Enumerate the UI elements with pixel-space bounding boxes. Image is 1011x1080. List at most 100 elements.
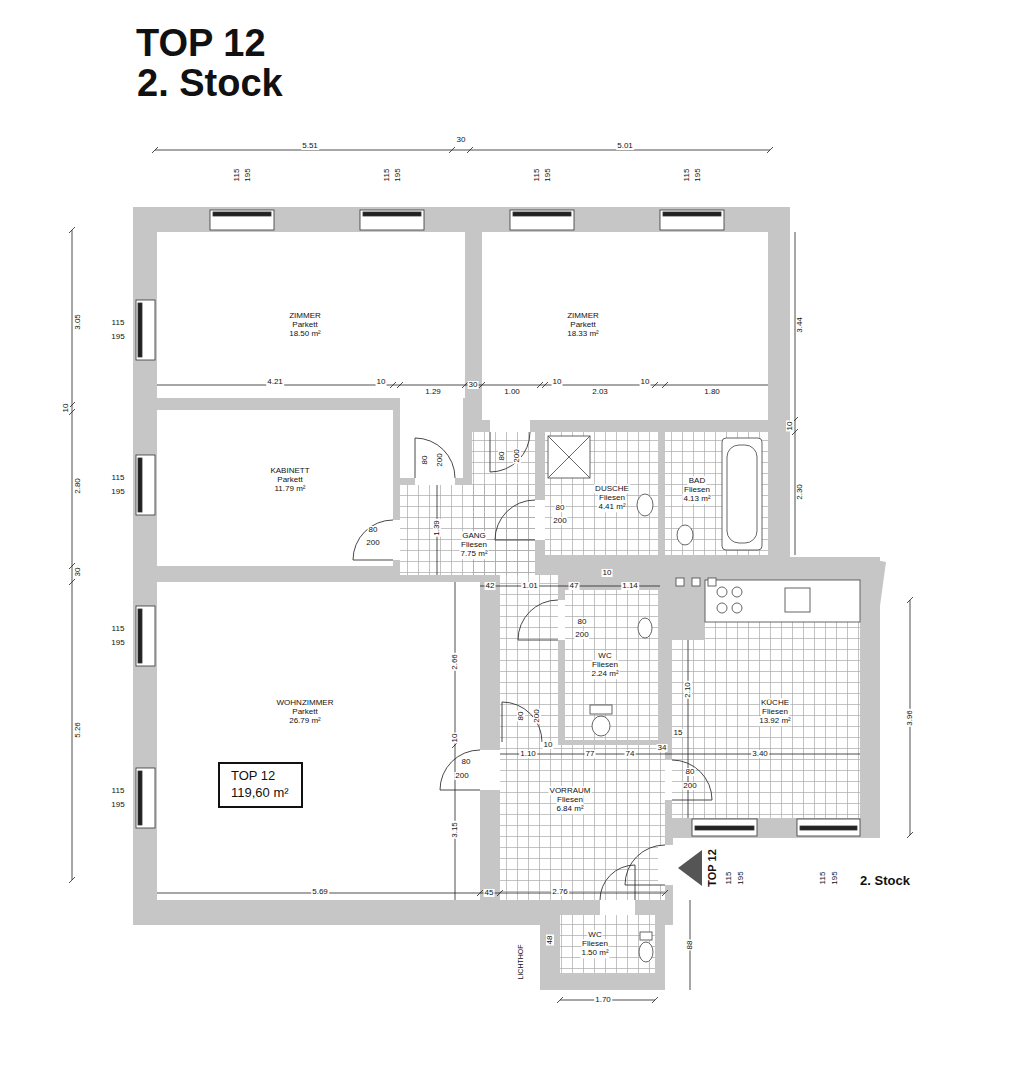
dimension-label: 80: [577, 618, 588, 626]
room-floor: [565, 590, 658, 740]
room-floor: [400, 485, 535, 575]
window: [510, 210, 574, 230]
window: [692, 819, 757, 836]
dimension-label: 115: [233, 168, 241, 183]
room: WOHNZIMMERParkett26.79 m²TOP 12119,60 m²: [157, 582, 480, 900]
dimension-line: [792, 232, 798, 555]
room: BADFliesen4.13 m²: [665, 432, 768, 555]
room-name: WC: [597, 651, 612, 660]
dimension-label: 2.76: [551, 888, 569, 896]
dimension-label: 3.40: [751, 750, 769, 758]
room-area: 13.92 m²: [758, 717, 792, 726]
dimension-line: [452, 582, 458, 900]
dimension-label: 5.01: [616, 142, 634, 150]
entrance-arrow: [678, 850, 702, 886]
fixture: [705, 580, 860, 622]
floor-tiles: [545, 432, 658, 555]
door-swing: [672, 760, 712, 800]
window: [363, 212, 421, 216]
wall: [540, 900, 665, 990]
dimension-label: 80: [555, 504, 566, 512]
door-swing: [518, 600, 558, 640]
floor-tiles: [500, 575, 558, 745]
room-area: 1.50 m²: [580, 949, 609, 958]
fixture: [692, 578, 700, 586]
room-label: WCFliesen2.24 m²: [590, 651, 619, 679]
dimension-label: 42: [485, 582, 496, 590]
fixture: [640, 932, 652, 940]
dimension-label: 30: [468, 381, 479, 389]
door-swing: [415, 438, 455, 478]
dimension-label: LICHTHOF: [517, 944, 524, 981]
dimension-label: 2.30: [796, 483, 804, 501]
fixture: [785, 588, 810, 612]
dimension-label: 115: [383, 168, 391, 183]
floor-finish: Fliesen: [683, 485, 711, 494]
fixture: [590, 705, 612, 714]
window: [213, 212, 271, 216]
room-label: DUSCHEFliesen4.41 m²: [594, 484, 630, 512]
fixture: [722, 438, 762, 550]
room-floor: [500, 575, 558, 745]
dimension-label: 80: [517, 711, 525, 722]
dimension-line: [157, 890, 668, 896]
room-name: ZIMMER: [566, 311, 600, 320]
fixture: [592, 716, 610, 736]
dimension-label: 2.66: [451, 653, 459, 671]
dimension-label: 45: [484, 889, 495, 897]
floor-finish: Fliesen: [460, 540, 488, 549]
door-opening: [415, 478, 455, 485]
dimension-line: [69, 147, 913, 1003]
floor-tiles: [560, 915, 655, 973]
window: [138, 458, 142, 512]
room-area: 7.75 m²: [459, 550, 488, 559]
window: [136, 300, 155, 360]
room-name: ZIMMER: [288, 311, 322, 320]
door-opening: [658, 845, 673, 885]
dimension-label: 10: [543, 741, 554, 749]
dimension-label: 200: [682, 782, 697, 790]
room-area: 18.50 m²: [288, 330, 322, 339]
fixture: [732, 603, 742, 613]
window: [360, 210, 424, 230]
room-area: 26.79 m²: [288, 717, 322, 726]
room-label: ZIMMERParkett18.50 m²: [288, 311, 322, 339]
dimension-label: 195: [394, 167, 402, 182]
fixture: [717, 603, 727, 613]
dimension-label: 80: [461, 758, 472, 766]
window: [138, 771, 142, 825]
dimension-label: 5.51: [301, 142, 319, 150]
floor-finish: Fliesen: [581, 939, 609, 948]
dimension-label: 77: [585, 750, 596, 758]
wall: [133, 207, 790, 582]
room-name: BAD: [688, 476, 706, 485]
dimension-label: 115: [533, 168, 541, 183]
door-swing: [353, 520, 393, 560]
room-label: VORRAUMFliesen6.84 m²: [549, 786, 592, 814]
room-floor: [400, 398, 463, 478]
room-name: VORRAUM: [549, 786, 592, 795]
dimension-label: 5.26: [74, 721, 82, 739]
room-name: GANG: [461, 531, 487, 540]
floor-tiles: [400, 485, 535, 575]
fixture: [548, 436, 860, 962]
room-floor: [665, 432, 768, 555]
door-opening: [535, 500, 545, 540]
door-opening: [393, 520, 400, 560]
fixture: [677, 525, 693, 545]
door-swing: [440, 750, 480, 790]
dimension-label: 115: [683, 168, 691, 183]
wall: [133, 207, 886, 990]
dimension-line: [688, 640, 689, 818]
floor-finish: Parkett: [291, 320, 318, 329]
floor-tiles: [665, 432, 768, 555]
fixture: [708, 578, 716, 586]
dimension-label: 200: [454, 772, 469, 780]
dimension-label: 15: [673, 729, 684, 737]
room-name: KÜCHE: [760, 698, 790, 707]
window: [136, 768, 155, 828]
room-label: KABINETTParkett11.79 m²: [269, 466, 310, 494]
room-label: ZIMMERParkett18.33 m²: [566, 311, 600, 339]
dimension-line: [157, 382, 768, 388]
floor-finish: Parkett: [569, 320, 596, 329]
